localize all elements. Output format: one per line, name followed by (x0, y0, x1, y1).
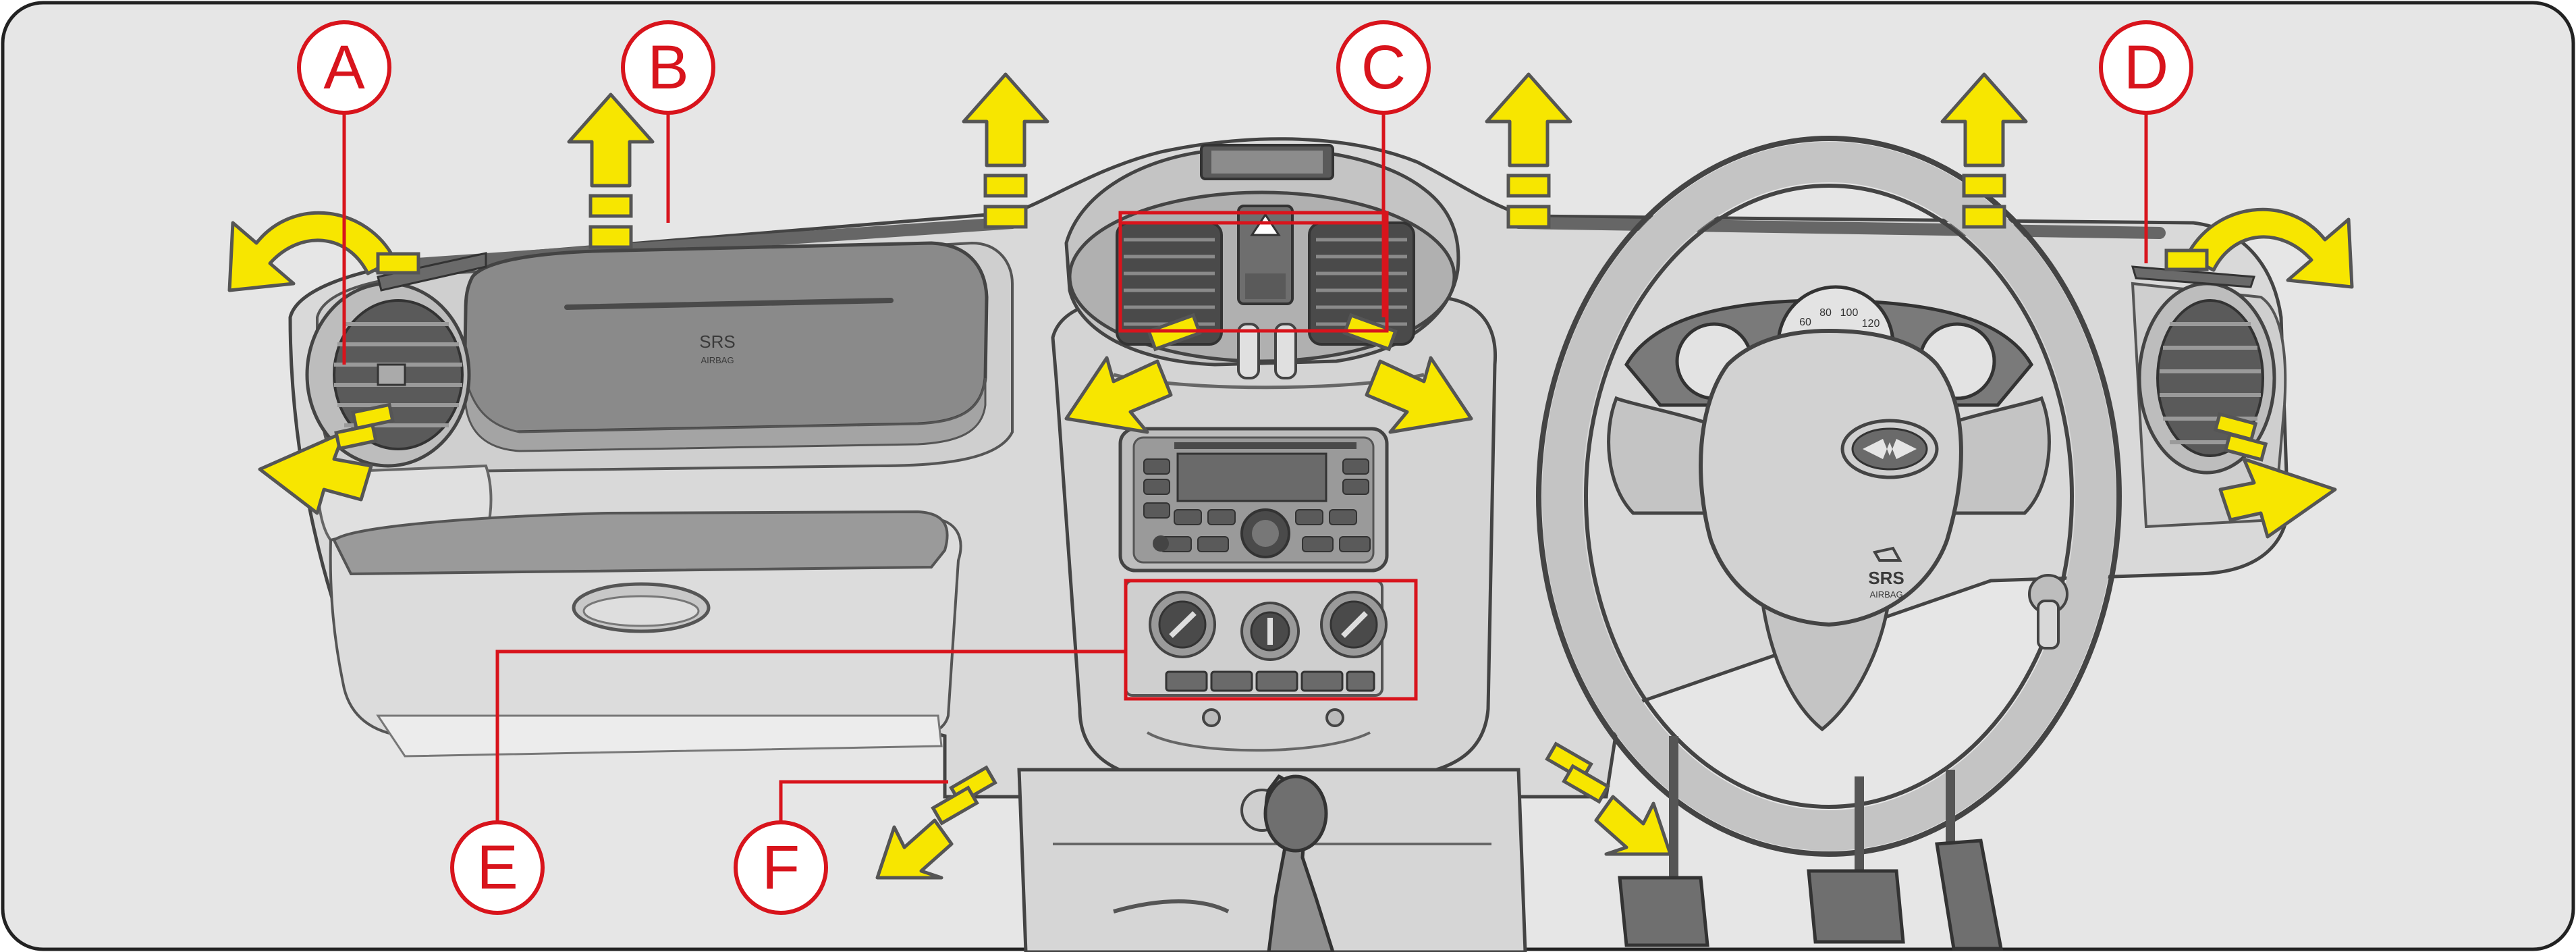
callout-f-label: F (762, 833, 800, 902)
tick-label: 80 (1819, 307, 1832, 319)
callout-c (1336, 20, 1431, 115)
airflow-arrows (229, 74, 2352, 880)
passenger-airbag-cover: SRS AIRBAG (462, 241, 989, 452)
callout-c-label: C (1361, 33, 1406, 102)
audio-unit (1118, 427, 1389, 573)
callout-d (2099, 20, 2193, 115)
passenger-airbag-title: SRS (699, 332, 735, 352)
left-vent-arrow (258, 402, 395, 515)
callout-d-label: D (2124, 33, 2168, 102)
tick-label: 120 (1862, 318, 1880, 329)
gear-lever (1240, 774, 1335, 952)
callout-f (734, 820, 828, 915)
footwell-arrow-left (875, 765, 997, 880)
callout-b-label: B (647, 33, 688, 102)
callout-e (450, 820, 545, 915)
climate-control-panel (1124, 579, 1388, 697)
footwell-arrow-right (1545, 741, 1672, 856)
callout-a (297, 20, 391, 115)
callout-a-label: A (323, 33, 365, 102)
callout-e-label: E (476, 833, 518, 902)
callout-e-leader (495, 650, 1126, 829)
tick-label: 60 (1799, 317, 1811, 328)
tick-label: 100 (1840, 307, 1859, 319)
passenger-airbag-subtitle: AIRBAG (701, 355, 734, 365)
central-vents-highlight (1118, 211, 1389, 333)
steering-airbag-subtitle: AIRBAG (1869, 589, 1902, 600)
floor-console (1017, 768, 1527, 952)
ignition-key (2028, 574, 2068, 650)
steering-airbag-title: SRS (1868, 568, 1904, 588)
steering-wheel: SRS AIRBAG (1536, 136, 2122, 857)
callout-labels: A B C D E F (323, 33, 2168, 902)
callout-b (621, 20, 715, 115)
glovebox (329, 510, 962, 758)
right-vent-arrow (2213, 412, 2337, 539)
pedals (1618, 736, 2004, 951)
callouts (297, 20, 2193, 915)
callout-f-leader (779, 780, 948, 829)
climate-panel-highlight (1124, 579, 1418, 701)
